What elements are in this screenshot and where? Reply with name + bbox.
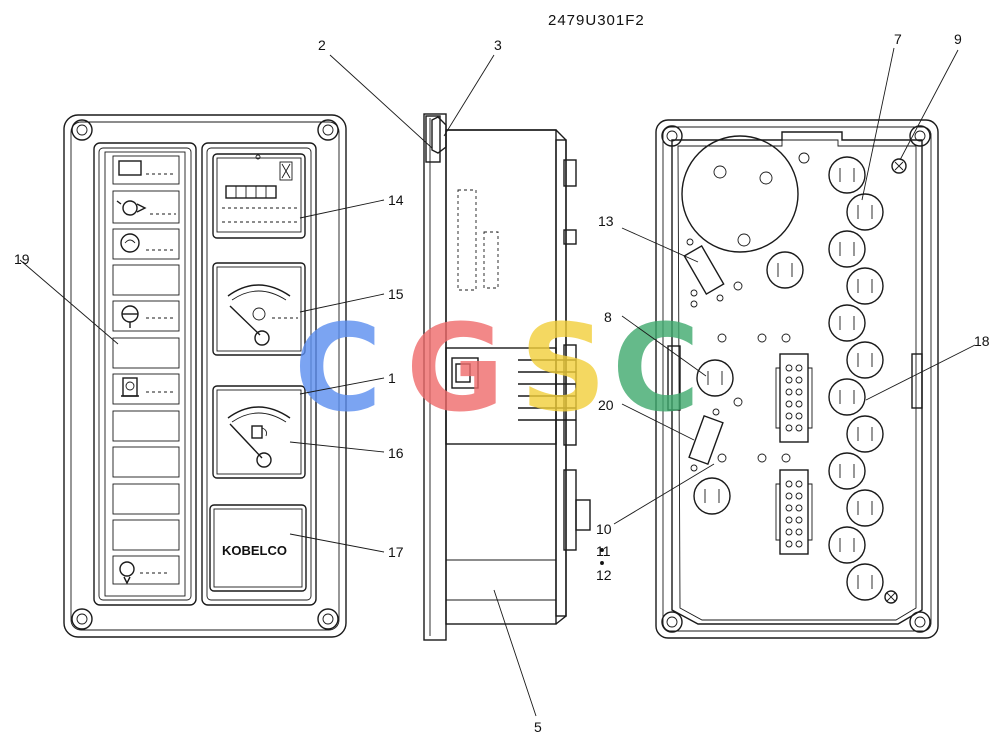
rear-panel [655, 119, 939, 639]
hourmeter-icon [279, 161, 293, 181]
callout-8: 8 [604, 309, 612, 325]
callout-11: 11 [596, 543, 611, 559]
hourmeter [212, 153, 306, 239]
watermark-letter: S [520, 300, 606, 439]
gauge-needle [229, 305, 261, 336]
mounting-hole [317, 608, 339, 630]
callout-10: 10 [596, 521, 612, 537]
mounting-hole [317, 119, 339, 141]
callout-12: 12 [596, 567, 612, 583]
coolant-icon [120, 233, 140, 253]
mounting-hole [909, 125, 931, 147]
side-clip [911, 353, 923, 409]
temperature-gauge [212, 262, 306, 356]
front-panel: KOBELCO [63, 114, 347, 638]
callout-15: 15 [388, 286, 404, 302]
callout-18: 18 [974, 333, 990, 349]
callout-3: 3 [494, 37, 502, 53]
callout-1: 1 [388, 370, 396, 386]
callout-20: 20 [598, 397, 614, 413]
watermark-letter: C [294, 300, 382, 439]
side-view [423, 113, 591, 641]
drawing-number: 2479U301F2 [548, 12, 645, 29]
resistor [683, 238, 725, 302]
side-clip [667, 345, 681, 411]
mounting-hole [71, 119, 93, 141]
connector [775, 469, 813, 555]
callout-5: 5 [534, 719, 542, 735]
callout-13: 13 [598, 213, 614, 229]
screw [891, 158, 907, 174]
oil-pressure-icon [121, 305, 139, 328]
fuel-gauge [212, 385, 306, 479]
mounting-hole [661, 611, 683, 633]
sequence-dots [600, 548, 604, 565]
mounting-hole [71, 608, 93, 630]
engine-oil-icon [116, 200, 147, 216]
lamp-sockets [693, 156, 884, 601]
screw [884, 590, 898, 604]
mounting-hole [909, 611, 931, 633]
callout-16: 16 [388, 445, 404, 461]
callout-7: 7 [894, 31, 902, 47]
fuel-gauge-icon [251, 425, 263, 439]
connector [775, 353, 813, 443]
warning-lamp-stack [112, 155, 180, 585]
watermark-letter: G [406, 300, 505, 439]
gauge-back [681, 135, 799, 253]
gauge-needle [229, 423, 263, 459]
callout-2: 2 [318, 37, 326, 53]
temperature-gauge-icon [252, 307, 266, 321]
brand-plate: KOBELCO [209, 504, 307, 592]
mounting-hole [661, 125, 683, 147]
callout-17: 17 [388, 544, 404, 560]
battery-icon [121, 377, 139, 397]
brand-logo: KOBELCO [222, 543, 287, 558]
callouts: 2 3 7 9 13 8 20 18 10 11 12 14 15 1 16 1… [14, 31, 990, 735]
monitor-lamp-icon [118, 160, 142, 176]
leader-lines [19, 47, 976, 717]
callout-9: 9 [954, 31, 962, 47]
watermark-letter: C [612, 300, 700, 439]
resistor [688, 408, 724, 472]
clip [431, 116, 447, 154]
callout-14: 14 [388, 192, 404, 208]
watermark: C G S C [294, 300, 700, 439]
callout-19: 19 [14, 251, 30, 267]
glow-plug-icon [119, 561, 135, 585]
